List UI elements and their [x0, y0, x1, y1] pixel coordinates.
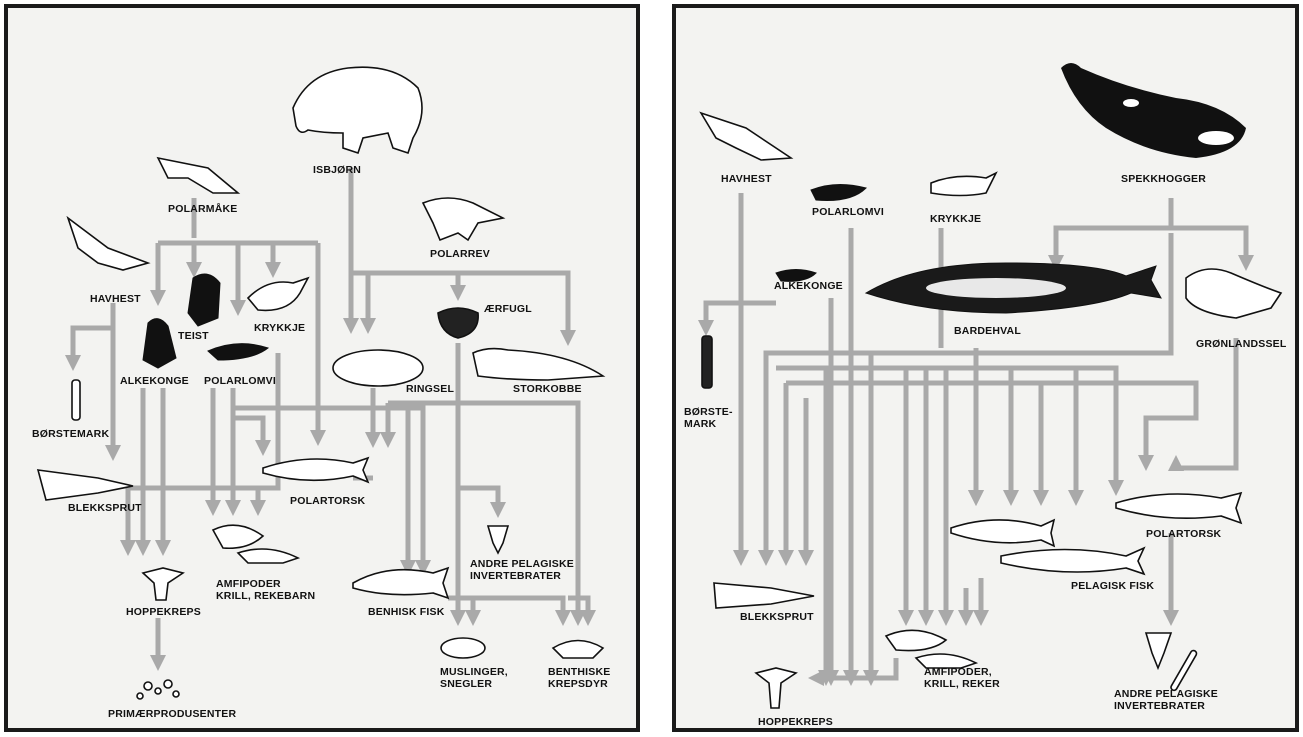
label-amfipoder: AMFIPODER, KRILL, REKER — [924, 666, 1000, 690]
label-muslinger: MUSLINGER, SNEGLER — [440, 666, 508, 690]
label-pelagisk-fisk: PELAGISK FISK — [1071, 580, 1154, 592]
squid-icon — [38, 470, 133, 500]
label-blekksprut: BLEKKSPRUT — [740, 611, 814, 623]
eider-icon — [438, 308, 478, 338]
capelin-icon — [1001, 548, 1144, 574]
label-andre-pelagiske: ANDRE PELAGISKE INVERTEBRATER — [1114, 688, 1218, 712]
label-polartorsk: POLARTORSK — [1146, 528, 1221, 540]
copepod-icon — [756, 668, 796, 708]
label-havhest: HAVHEST — [90, 293, 141, 305]
food-web-panel-left: ISBJØRN POLARMÅKE POLARREV HAVHEST TEIST… — [4, 4, 640, 732]
label-andre-pelagiske: ANDRE PELAGISKE INVERTEBRATER — [470, 558, 574, 582]
fulmar-icon — [701, 113, 791, 160]
phytoplankton-icon — [144, 682, 152, 690]
krill-icon — [238, 549, 298, 563]
glaucous-gull-icon — [158, 158, 238, 193]
orca-icon — [1061, 63, 1246, 158]
label-bardehval: BARDEHVAL — [954, 325, 1021, 337]
label-primaerprodusenter: PRIMÆRPRODUSENTER — [108, 708, 236, 720]
label-benthiske-krepsdyr: BENTHISKE KREPSDYR — [548, 666, 610, 690]
label-krykkje: KRYKKJE — [930, 213, 981, 225]
pteropod-icon — [488, 526, 508, 553]
label-polarrev: POLARREV — [430, 248, 490, 260]
squid-icon — [714, 583, 814, 608]
arctic-fox-icon — [423, 198, 503, 240]
black-guillemot-icon — [188, 274, 220, 326]
baleen-whale-icon — [866, 263, 1161, 313]
brunnichs-guillemot-icon — [811, 184, 866, 200]
label-polarlomvi: POLARLOMVI — [204, 375, 276, 387]
bristle-worm-icon — [702, 336, 712, 388]
label-alkekonge: ALKEKONGE — [774, 280, 843, 292]
benthic-shrimp-icon — [553, 641, 603, 659]
food-web-panel-right: HAVHEST POLARLOMVI KRYKKJE SPEKKHOGGER A… — [672, 4, 1299, 732]
kittiwake-icon — [248, 278, 308, 310]
pteropod-icon — [1146, 633, 1171, 668]
label-polarmake: POLARMÅKE — [168, 203, 237, 215]
amphipod-icon — [886, 630, 946, 650]
label-havhest: HAVHEST — [721, 173, 772, 185]
label-aerfugl: ÆRFUGL — [484, 303, 532, 315]
label-spekkhogger: SPEKKHOGGER — [1121, 173, 1206, 185]
pelagic-fish-icon — [951, 520, 1054, 546]
label-polartorsk: POLARTORSK — [290, 495, 365, 507]
benthic-fish-icon — [353, 568, 448, 598]
label-hoppekreps: HOPPEKREPS — [126, 606, 201, 618]
little-auk-icon — [143, 319, 176, 368]
label-hoppekreps: HOPPEKREPS — [758, 716, 833, 728]
label-ringsel: RINGSEL — [406, 383, 454, 395]
copepod-icon — [143, 568, 183, 600]
kittiwake-icon — [931, 173, 996, 196]
label-benthisk-fisk: BENHISK FISK — [368, 606, 445, 618]
fulmar-icon — [68, 218, 148, 270]
bristle-worm-icon — [72, 380, 80, 420]
label-krykkje: KRYKKJE — [254, 322, 305, 334]
label-teist: TEIST — [178, 330, 209, 342]
label-amfipoder: AMFIPODER KRILL, REKEBARN — [216, 578, 315, 602]
label-polarlomvi: POLARLOMVI — [812, 206, 884, 218]
left-arrow-network — [8, 8, 636, 728]
label-borstemark: BØRSTEMARK — [32, 428, 109, 440]
label-borstemark: BØRSTE- MARK — [684, 406, 733, 430]
label-gronlandssel: GRØNLANDSSEL — [1196, 338, 1287, 350]
label-isbjorn: ISBJØRN — [313, 164, 361, 176]
ringed-seal-icon — [333, 350, 423, 386]
brunnichs-guillemot-icon — [208, 344, 268, 360]
polar-cod-icon — [1116, 493, 1241, 523]
label-storkobbe: STORKOBBE — [513, 383, 582, 395]
arrow-worm-icon — [1170, 649, 1198, 691]
label-alkekonge: ALKEKONGE — [120, 375, 189, 387]
amphipod-icon — [213, 525, 263, 548]
mussel-icon — [441, 638, 485, 658]
bearded-seal-icon — [473, 349, 603, 380]
polar-bear-icon — [293, 67, 422, 153]
label-blekksprut: BLEKKSPRUT — [68, 502, 142, 514]
seal-icon — [1186, 269, 1281, 318]
